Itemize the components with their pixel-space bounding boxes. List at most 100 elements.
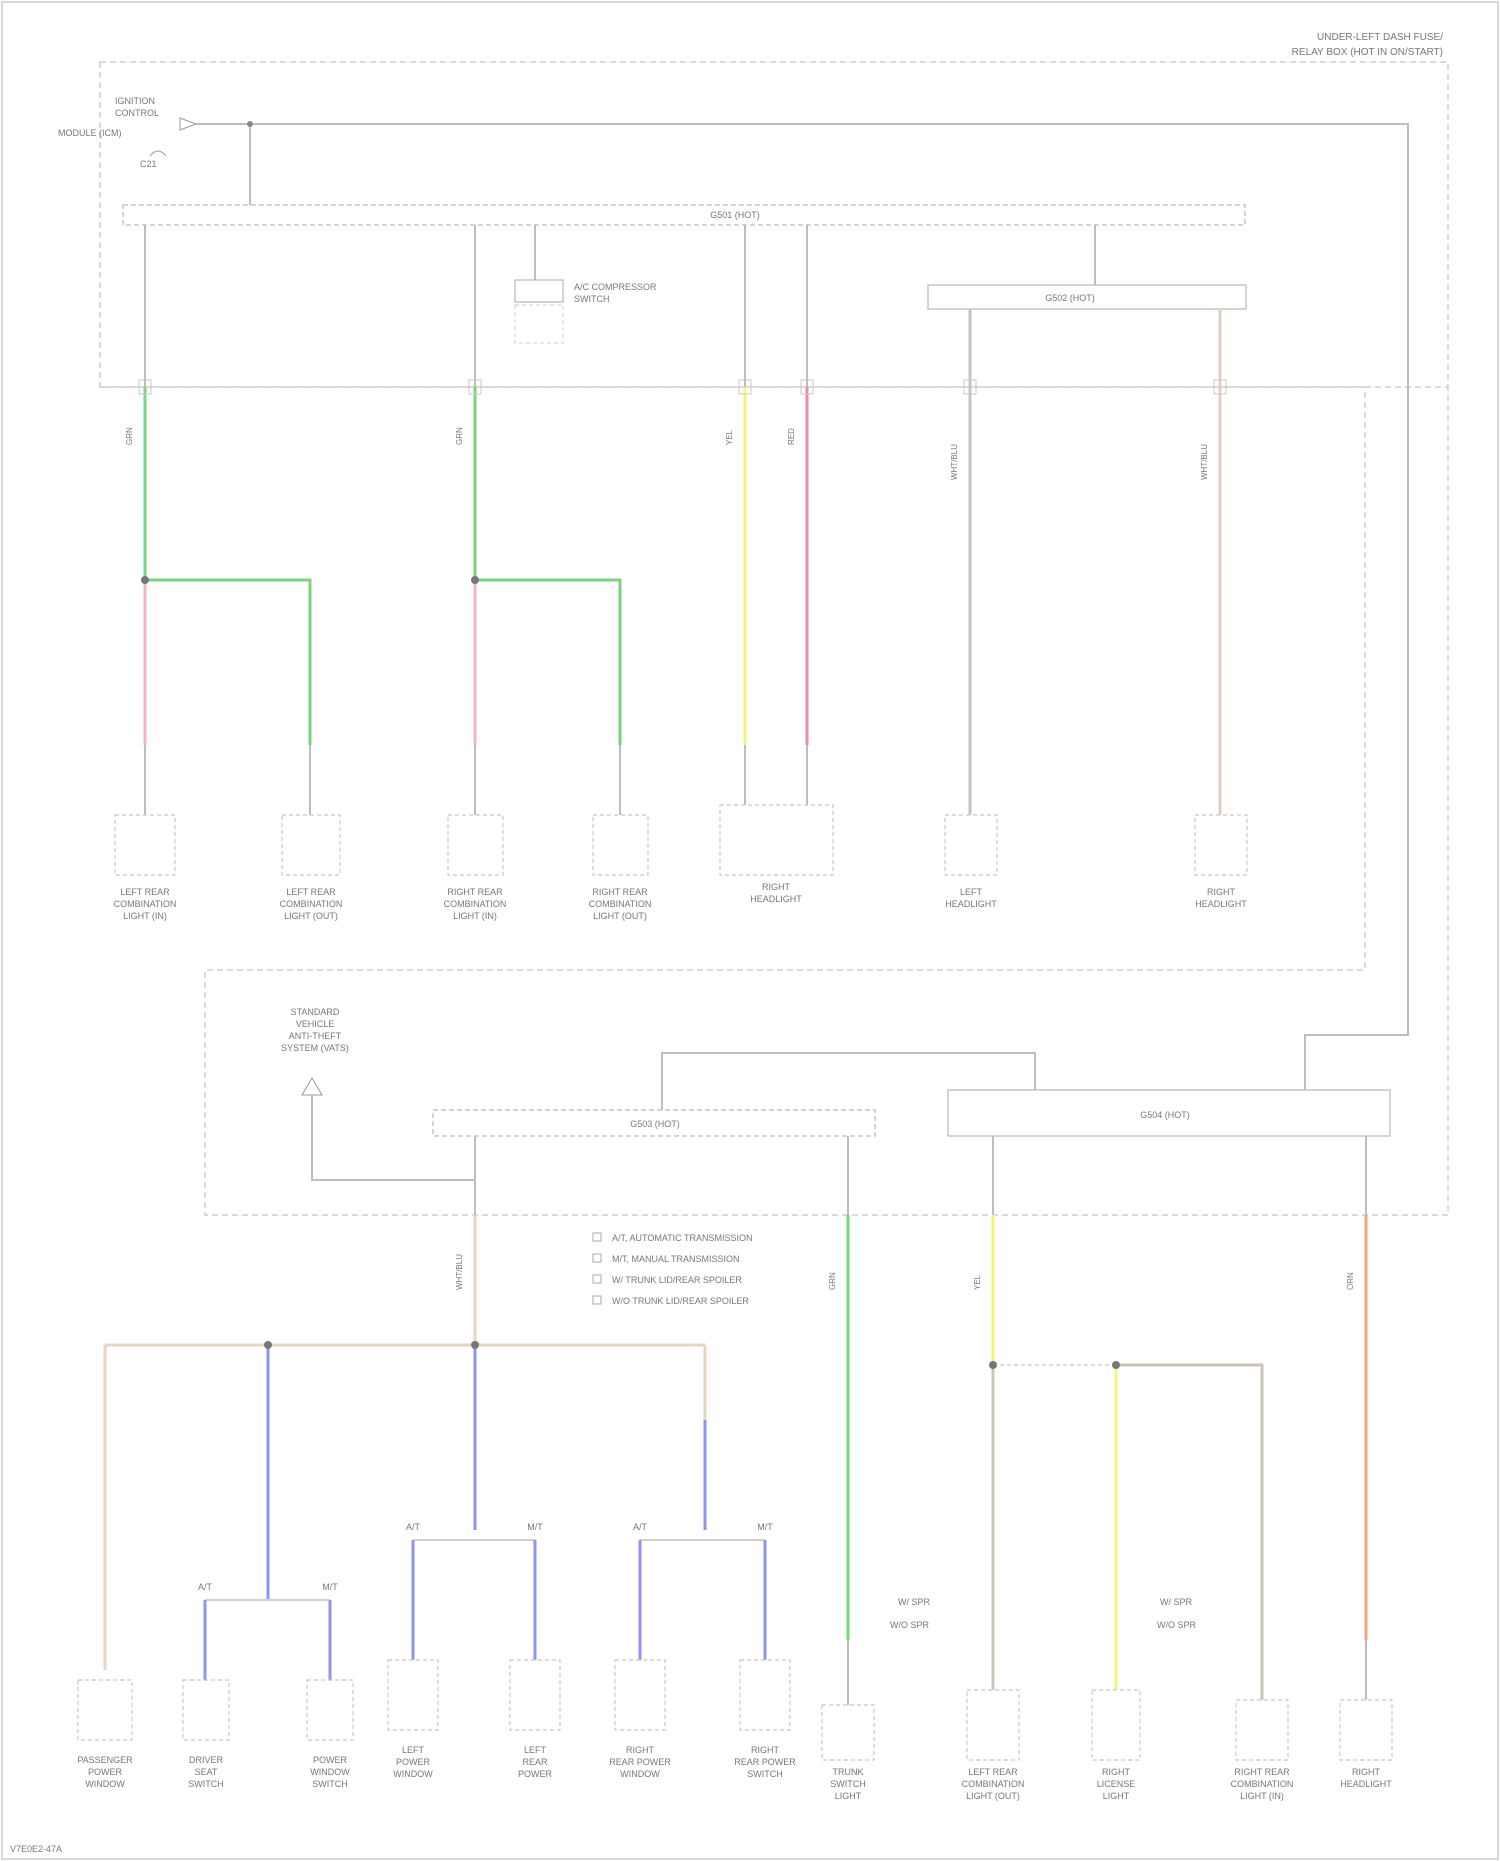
svg-text:DRIVER: DRIVER <box>189 1755 224 1765</box>
legend-item-2: M/T, MANUAL TRANSMISSION <box>612 1254 740 1264</box>
svg-text:HEADLIGHT: HEADLIGHT <box>1340 1779 1392 1789</box>
top-component-labels: LEFT REAR COMBINATION LIGHT (IN) LEFT RE… <box>114 882 1248 921</box>
svg-text:G503 (HOT): G503 (HOT) <box>630 1119 680 1129</box>
top-component-1: LEFT REAR COMBINATION LIGHT (IN) <box>114 887 177 921</box>
svg-text:YEL: YEL <box>973 1274 982 1290</box>
svg-text:HEADLIGHT: HEADLIGHT <box>750 894 802 904</box>
component-box-bottom-4 <box>388 1660 438 1730</box>
svg-text:W/ SPR: W/ SPR <box>898 1597 931 1607</box>
component-box-bottom-11 <box>1236 1700 1288 1760</box>
header-line1: UNDER-LEFT DASH FUSE/ <box>1317 32 1443 43</box>
bottom-component-10: RIGHT LICENSE LIGHT <box>1097 1767 1136 1801</box>
legend-item-1: A/T, AUTOMATIC TRANSMISSION <box>612 1233 753 1243</box>
top-component-3: RIGHT REAR COMBINATION LIGHT (IN) <box>444 887 507 921</box>
svg-text:SWITCH: SWITCH <box>188 1779 224 1789</box>
top-component-boxes <box>115 805 1247 875</box>
svg-text:REAR POWER: REAR POWER <box>609 1757 671 1767</box>
svg-text:RIGHT: RIGHT <box>626 1745 655 1755</box>
component-box-top-1 <box>115 815 175 875</box>
svg-text:REAR: REAR <box>522 1757 548 1767</box>
top-wire-labels: GRN GRN YEL RED WHT/BLU WHT/BLU <box>125 427 1209 480</box>
top-component-6: LEFT HEADLIGHT <box>945 887 997 909</box>
svg-text:SWITCH: SWITCH <box>830 1779 866 1789</box>
svg-text:RIGHT REAR: RIGHT REAR <box>592 887 648 897</box>
svg-text:RIGHT: RIGHT <box>751 1745 780 1755</box>
svg-text:SEAT: SEAT <box>195 1767 218 1777</box>
bottom-component-9: LEFT REAR COMBINATION LIGHT (OUT) <box>962 1767 1025 1801</box>
svg-text:G501 (HOT): G501 (HOT) <box>710 210 760 220</box>
svg-text:M/T: M/T <box>527 1522 543 1532</box>
component-box-bottom-5 <box>510 1660 560 1730</box>
footer-code: V7E0E2-47A <box>10 1844 62 1854</box>
svg-text:LIGHT (OUT): LIGHT (OUT) <box>284 911 338 921</box>
svg-text:TRUNK: TRUNK <box>833 1767 864 1777</box>
svg-text:LICENSE: LICENSE <box>1097 1779 1136 1789</box>
bottom-component-labels: PASSENGER POWER WINDOW DRIVER SEAT SWITC… <box>77 1745 1392 1801</box>
top-component-5: RIGHT HEADLIGHT <box>750 882 802 904</box>
side-notes: W/ SPR W/O SPR W/ SPR W/O SPR <box>890 1597 1197 1630</box>
component-box-bottom-3 <box>307 1680 353 1740</box>
header-line2: RELAY BOX (HOT IN ON/START) <box>1292 47 1443 58</box>
component-box-top-7 <box>1195 815 1247 875</box>
bottom-component-7: RIGHT REAR POWER SWITCH <box>734 1745 796 1779</box>
bottom-component-3: POWER WINDOW SWITCH <box>310 1755 350 1789</box>
svg-text:COMBINATION: COMBINATION <box>114 899 177 909</box>
svg-text:IGNITION: IGNITION <box>115 96 155 106</box>
svg-text:YEL: YEL <box>725 429 734 445</box>
svg-text:ORN: ORN <box>1346 1272 1355 1290</box>
fuse-box-lower-outline <box>100 387 1448 1215</box>
svg-text:RIGHT: RIGHT <box>1352 1767 1381 1777</box>
top-wires <box>145 225 1220 815</box>
svg-text:CONTROL: CONTROL <box>115 108 159 118</box>
bottom-component-2: DRIVER SEAT SWITCH <box>188 1755 224 1789</box>
component-box-bottom-6 <box>615 1660 665 1730</box>
svg-text:LEFT REAR: LEFT REAR <box>968 1767 1018 1777</box>
component-box-top-2 <box>282 815 340 875</box>
svg-text:COMBINATION: COMBINATION <box>589 899 652 909</box>
svg-text:A/T: A/T <box>406 1522 421 1532</box>
component-box-top-6 <box>945 815 997 875</box>
svg-text:POWER: POWER <box>88 1767 123 1777</box>
component-box-bottom-1 <box>78 1680 132 1740</box>
svg-text:POWER: POWER <box>518 1769 553 1779</box>
svg-text:PASSENGER: PASSENGER <box>77 1755 133 1765</box>
svg-text:WINDOW: WINDOW <box>393 1769 433 1779</box>
top-component-2: LEFT REAR COMBINATION LIGHT (OUT) <box>280 887 343 921</box>
svg-text:GRN: GRN <box>125 427 134 445</box>
svg-text:POWER: POWER <box>396 1757 431 1767</box>
ac-compressor-switch: A/C COMPRESSOR SWITCH <box>515 225 657 343</box>
svg-text:LIGHT (IN): LIGHT (IN) <box>123 911 167 921</box>
svg-text:WINDOW: WINDOW <box>85 1779 125 1789</box>
svg-text:A/T: A/T <box>198 1582 213 1592</box>
svg-text:LIGHT: LIGHT <box>1103 1791 1130 1801</box>
main-feed <box>196 121 1408 1090</box>
svg-text:M/T: M/T <box>757 1522 773 1532</box>
svg-text:W/O SPR: W/O SPR <box>890 1620 930 1630</box>
svg-text:W/O SPR: W/O SPR <box>1157 1620 1197 1630</box>
svg-text:COMBINATION: COMBINATION <box>444 899 507 909</box>
component-box-bottom-8 <box>822 1705 874 1760</box>
svg-text:RIGHT REAR: RIGHT REAR <box>1234 1767 1290 1777</box>
svg-text:LIGHT (OUT): LIGHT (OUT) <box>966 1791 1020 1801</box>
svg-text:M/T: M/T <box>322 1582 338 1592</box>
svg-text:A/T: A/T <box>633 1522 648 1532</box>
svg-text:RIGHT: RIGHT <box>762 882 791 892</box>
top-component-4: RIGHT REAR COMBINATION LIGHT (OUT) <box>589 887 652 921</box>
svg-text:LEFT: LEFT <box>524 1745 547 1755</box>
component-box-bottom-10 <box>1092 1690 1140 1760</box>
top-component-7: RIGHT HEADLIGHT <box>1195 887 1247 909</box>
component-box-top-4 <box>593 815 648 875</box>
svg-text:G502 (HOT): G502 (HOT) <box>1045 293 1095 303</box>
component-box-bottom-2 <box>183 1680 229 1740</box>
svg-text:SYSTEM (VATS): SYSTEM (VATS) <box>281 1043 349 1053</box>
svg-text:RIGHT REAR: RIGHT REAR <box>447 887 503 897</box>
svg-text:LIGHT (OUT): LIGHT (OUT) <box>593 911 647 921</box>
bottom-component-12: RIGHT HEADLIGHT <box>1340 1767 1392 1789</box>
svg-text:LIGHT (IN): LIGHT (IN) <box>1240 1791 1284 1801</box>
component-box-bottom-9 <box>967 1690 1019 1760</box>
bottom-wire-labels: WHT/BLU GRN YEL ORN <box>455 1254 1355 1290</box>
bus-bottom-right: G504 (HOT) <box>948 1090 1390 1136</box>
svg-text:POWER: POWER <box>313 1755 348 1765</box>
svg-text:HEADLIGHT: HEADLIGHT <box>945 899 997 909</box>
